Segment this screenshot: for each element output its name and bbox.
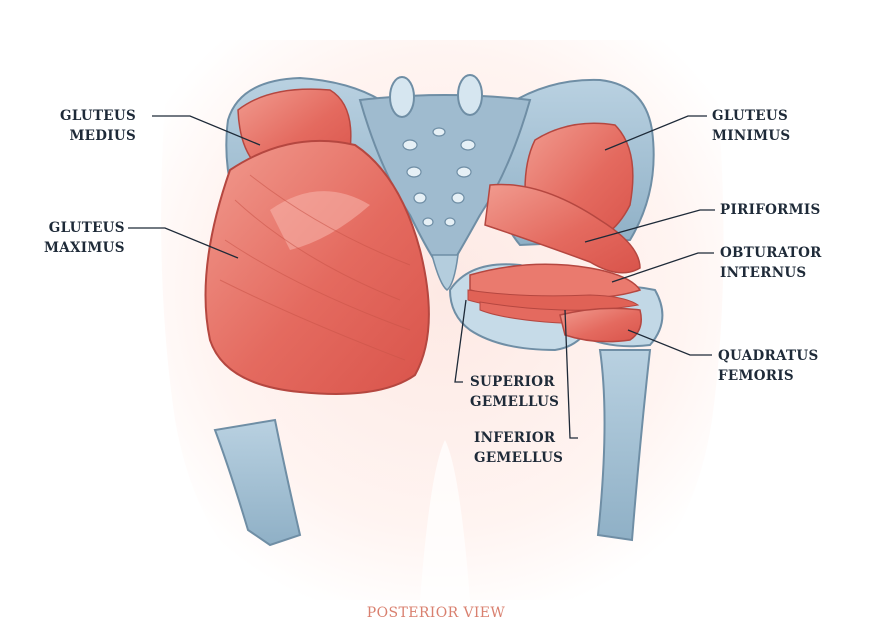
label-line: SUPERIOR bbox=[470, 374, 555, 390]
label-line: MINIMUS bbox=[712, 128, 791, 144]
label-line: GEMELLUS bbox=[470, 394, 560, 410]
label-line: GLUTEUS bbox=[48, 220, 125, 236]
gluteus-maximus-highlight bbox=[270, 191, 370, 250]
leader-piriformis bbox=[584, 209, 715, 243]
label-line: INTERNUS bbox=[720, 265, 807, 281]
left-femur bbox=[213, 418, 302, 547]
label-line: MAXIMUS bbox=[44, 240, 125, 256]
leader-obturator-internus bbox=[611, 252, 714, 283]
leader-gluteus-maximus bbox=[128, 227, 239, 259]
label-gluteus-medius: GLUTEUS MEDIUS bbox=[60, 106, 136, 146]
gluteus-maximus-muscle bbox=[204, 139, 430, 395]
quadratus-femoris-muscle bbox=[559, 307, 642, 343]
label-quadratus-femoris: QUADRATUS FEMORIS bbox=[718, 346, 819, 386]
maximus-fibers bbox=[219, 174, 411, 361]
sacral-foramina bbox=[402, 127, 476, 227]
piriformis-muscle bbox=[484, 183, 641, 274]
label-line: GLUTEUS bbox=[60, 108, 137, 124]
label-line: PIRIFORMIS bbox=[720, 202, 821, 218]
label-line: GLUTEUS bbox=[712, 108, 789, 124]
label-line: FEMORIS bbox=[718, 368, 794, 384]
leader-superior-gemellus bbox=[454, 299, 467, 383]
label-line: GEMELLUS bbox=[474, 450, 564, 466]
leader-quadratus-femoris bbox=[627, 329, 712, 356]
sacral-facet-left bbox=[389, 76, 415, 118]
sacral-facet-right bbox=[457, 74, 483, 116]
label-gluteus-minimus: GLUTEUS MINIMUS bbox=[712, 106, 790, 146]
caption-posterior-view: POSTERIOR VIEW bbox=[366, 605, 506, 621]
label-superior-gemellus: SUPERIOR GEMELLUS bbox=[470, 372, 559, 412]
label-line: OBTURATOR bbox=[720, 245, 822, 261]
label-line: QUADRATUS bbox=[718, 348, 819, 364]
leader-inferior-gemellus bbox=[564, 309, 578, 439]
coccyx bbox=[431, 254, 459, 291]
label-gluteus-maximus: GLUTEUS MAXIMUS bbox=[44, 218, 125, 258]
right-femur bbox=[596, 349, 652, 542]
label-inferior-gemellus: INFERIOR GEMELLUS bbox=[474, 428, 563, 468]
leader-gluteus-minimus bbox=[604, 115, 707, 151]
leader-gluteus-medius bbox=[152, 115, 261, 146]
label-line: MEDIUS bbox=[69, 128, 137, 144]
label-piriformis: PIRIFORMIS bbox=[720, 200, 821, 220]
label-line: INFERIOR bbox=[474, 430, 556, 446]
label-obturator-internus: OBTURATOR INTERNUS bbox=[720, 243, 822, 283]
leg-gap bbox=[420, 440, 470, 600]
leader-lines bbox=[128, 115, 715, 439]
